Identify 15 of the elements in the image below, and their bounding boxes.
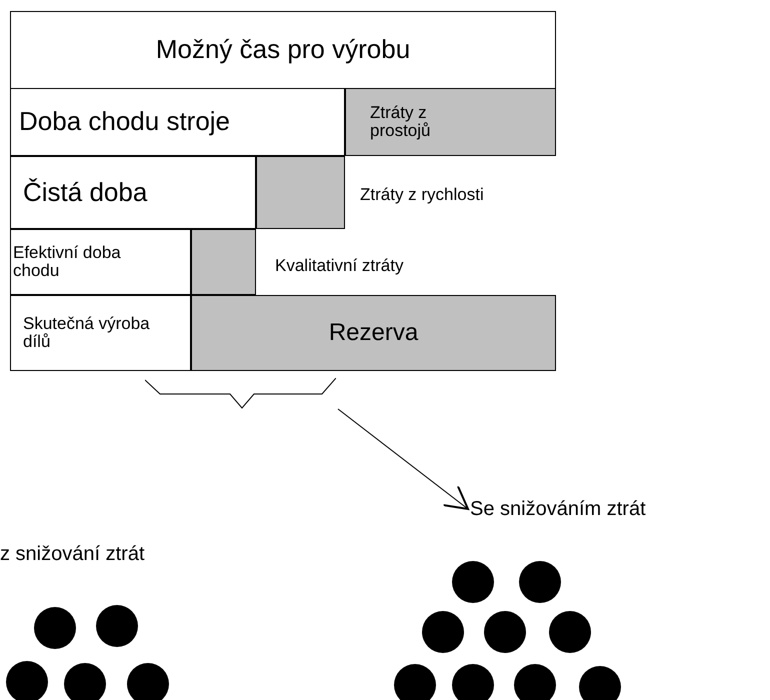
bracket <box>145 378 336 409</box>
time-block: Skutečná výroba dílů <box>10 295 191 371</box>
loss-block: Ztráty z prostojů <box>345 88 556 156</box>
loss-label: Kvalitativní ztráty <box>275 256 404 276</box>
time-block: Efektivní doba chodu <box>10 229 191 295</box>
caption-text: Se snižováním ztrát <box>470 493 770 525</box>
caption-text: z snižování ztrát <box>0 543 145 566</box>
loss-block <box>191 229 256 295</box>
time-block: Čistá doba <box>10 156 256 229</box>
arrow <box>338 408 469 510</box>
time-block: Možný čas pro výrobu <box>10 11 556 89</box>
loss-block <box>256 156 345 229</box>
reserve-block: Rezerva <box>191 295 556 371</box>
loss-label: Ztráty z rychlosti <box>360 185 484 205</box>
time-block: Doba chodu stroje <box>10 88 345 156</box>
